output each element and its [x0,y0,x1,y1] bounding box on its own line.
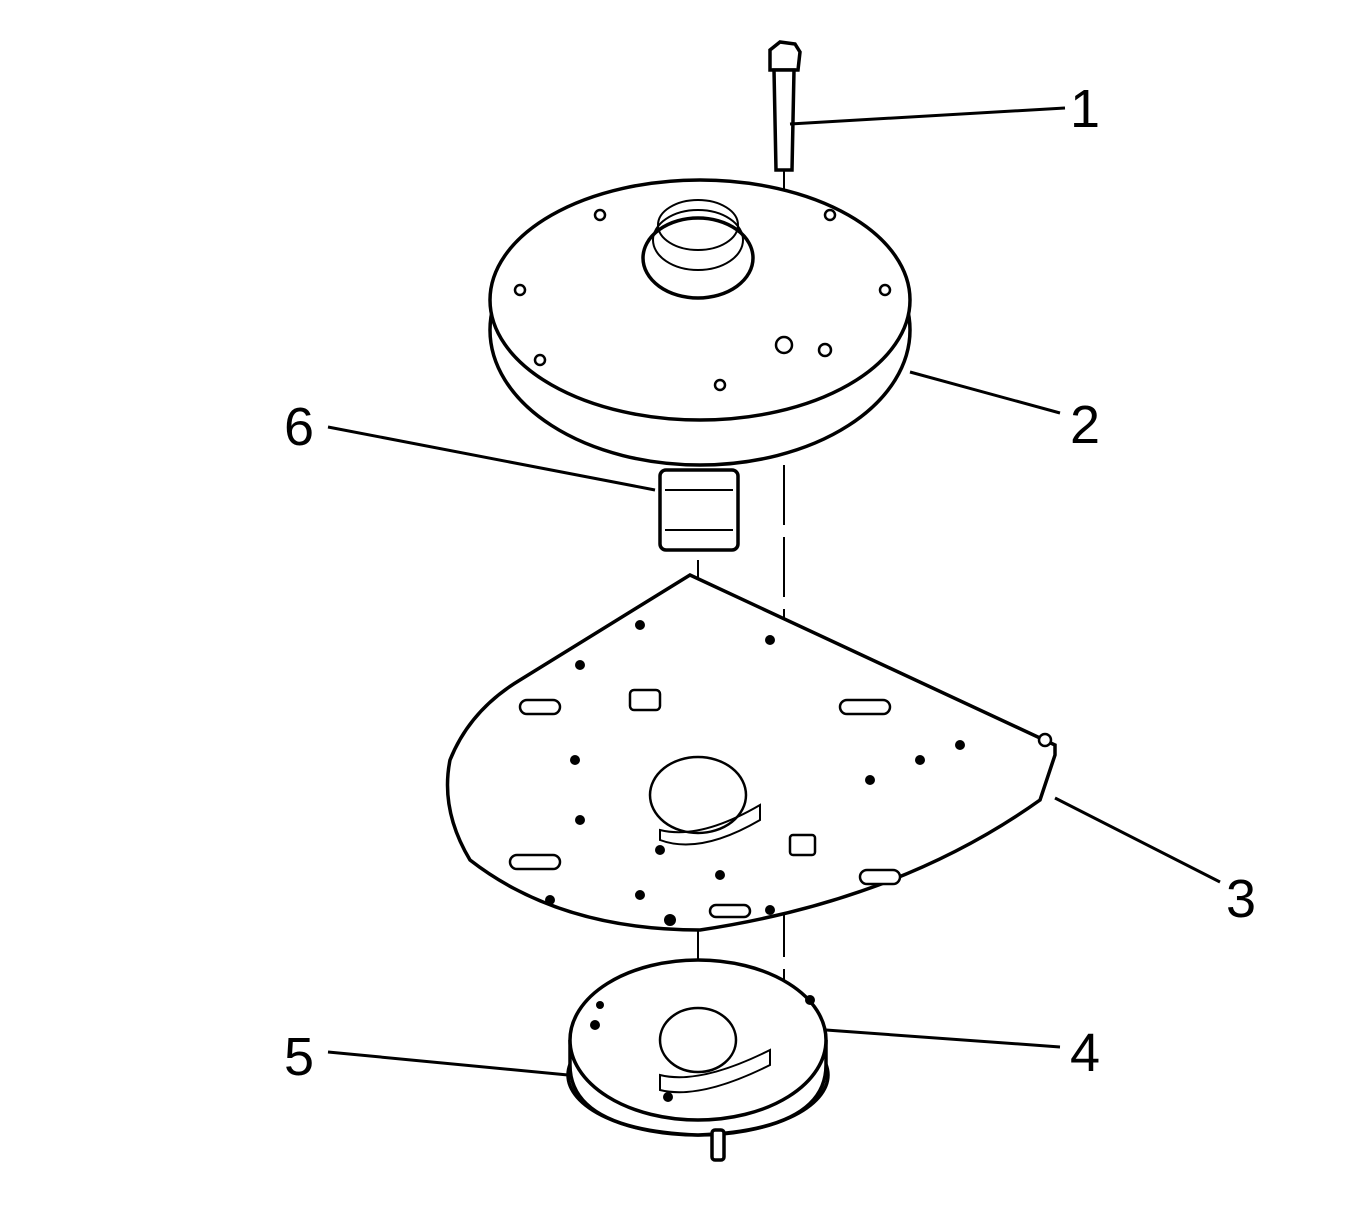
leader-lines [327,106,1221,1077]
lower-pump-cover-part [566,958,830,1162]
callout-4: 4 [1070,1023,1101,1083]
spacer-plate-part [445,573,1057,932]
callout-6: 6 [284,397,315,457]
callout-3: 3 [1226,869,1257,929]
callout-5: 5 [284,1027,315,1087]
callout-1: 1 [1070,79,1101,139]
splined-shaft-part [658,468,740,552]
upper-pump-body-part [488,178,912,467]
callout-2: 2 [1070,395,1101,455]
